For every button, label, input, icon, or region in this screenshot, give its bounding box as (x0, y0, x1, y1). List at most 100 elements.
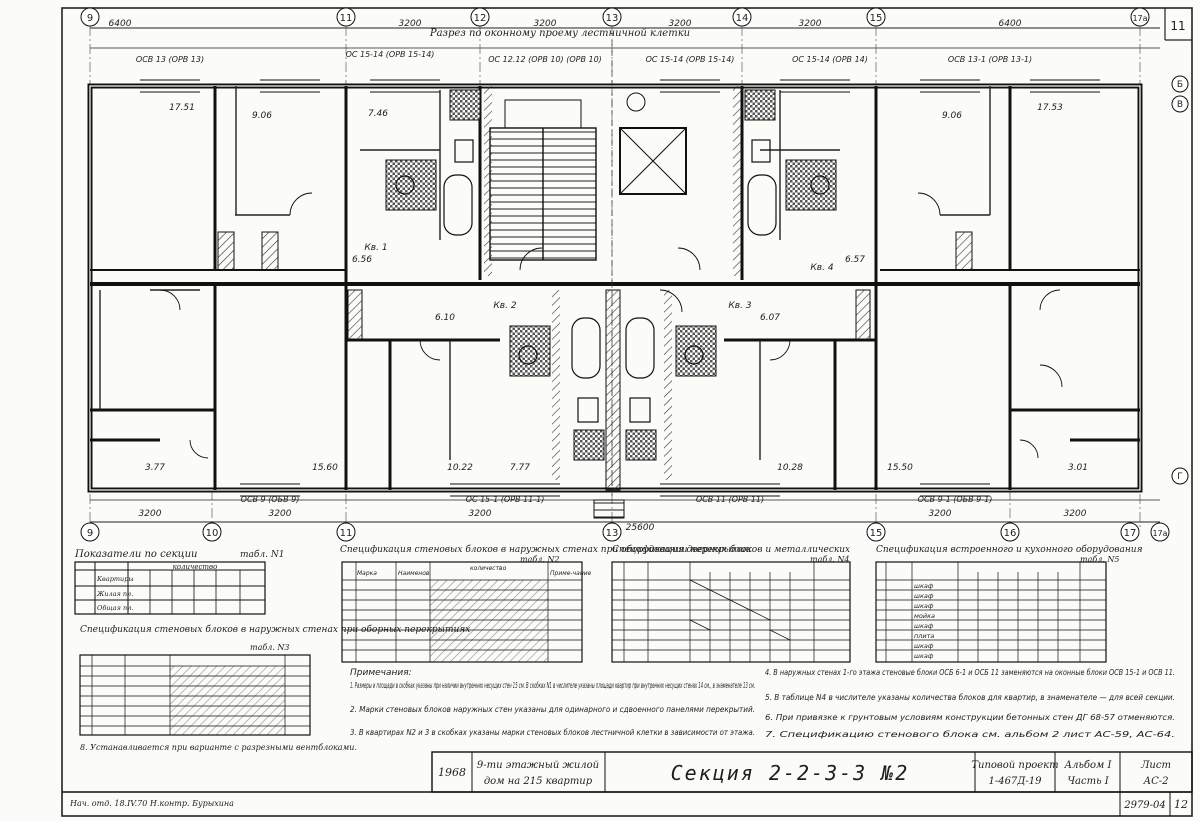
room-area: 6.10 (435, 313, 455, 323)
apartment-label: Кв. 1 (364, 243, 387, 253)
svg-text:11: 11 (1170, 19, 1185, 33)
note-4: 4. В наружных стенах 1-го этажа стеновые… (765, 668, 1175, 677)
axis-label: 11 (340, 13, 353, 24)
lintel-label: ОСВ 9 (ОБВ 9) (241, 495, 300, 504)
room-area: 15.60 (312, 463, 338, 473)
room-area: 10.28 (777, 463, 803, 473)
apartment-label: Кв. 2 (493, 301, 516, 311)
room-area: 10.22 (447, 463, 473, 473)
table-header: количество (470, 565, 507, 572)
lintel-label: ОСВ 9-1 (ОБВ 9-1) (918, 495, 993, 504)
dimension-label: 6400 (999, 19, 1022, 29)
note-6: 6. При привязке к грунтовым условиям кон… (765, 713, 1175, 722)
axis-label: 17 (1124, 528, 1137, 539)
lintel-label: ОС 15-14 (ОРВ 14) (792, 55, 868, 64)
dimension-label: 3200 (469, 509, 492, 519)
table-title: Спецификация стеновых блоков в наружных … (340, 544, 751, 555)
row-axis-label: Г (1177, 472, 1183, 482)
notes: Примечания: 1. Размеры и площади в скобк… (350, 668, 1175, 739)
title-block: 1968 9-ти этажный жилой дом на 215 кварт… (62, 751, 1193, 816)
apartment-label: Кв. 4 (810, 263, 833, 273)
signature-line: Нач. отд. 18.IV.70 Н.контр. Бурыхина (69, 799, 234, 808)
dimension-label: 3200 (534, 19, 557, 29)
table-builtin-equipment: Спецификация встроенного и кухонного обо… (875, 544, 1143, 663)
table-row-label: шкаф (914, 622, 934, 630)
table-row-label: шкаф (914, 582, 934, 590)
table-wall-blocks: Спецификация стеновых блоков в наружных … (340, 544, 751, 663)
stamp-code: 2979-04 (1123, 800, 1166, 811)
axis-label: 10 (206, 528, 219, 539)
room-area: 6.07 (760, 313, 780, 323)
axis-label: 9 (87, 528, 93, 539)
table-tag: табл. N5 (1080, 555, 1120, 564)
row-axis-label: В (1177, 100, 1183, 110)
dimension-label: 3200 (399, 19, 422, 29)
axis-label: 15 (870, 13, 883, 24)
table-tag: табл. N1 (240, 549, 284, 560)
axis-label: 14 (736, 13, 749, 24)
axis-label: 17а (1132, 14, 1147, 23)
table-wall-blocks-alt: Спецификация стеновых блоков в наружных … (79, 624, 470, 752)
lintel-label: ОСВ 13-1 (ОРВ 13-1) (948, 55, 1032, 64)
table-header: Приме-чание (550, 570, 592, 577)
note-3: 3. В квартирах N2 и 3 в скобках указаны … (350, 728, 755, 737)
axis-label: 17а (1152, 529, 1167, 538)
room-area: 15.50 (887, 463, 913, 473)
lintel-label: ОСВ 11 (ОРВ 11) (696, 495, 764, 504)
dimension-label: 25600 (626, 523, 655, 533)
stamp-sheet-label: Лист (1140, 760, 1171, 771)
note-7: 7. Спецификацию стенового блока см. альб… (765, 730, 1175, 739)
table-row-label: мойка (914, 612, 935, 620)
room-area: 6.56 (352, 255, 372, 265)
dimension-label: 3200 (139, 509, 162, 519)
table-subheader: количество (173, 563, 218, 571)
table-tag: табл. N2 (520, 555, 560, 564)
dimension-label: 3200 (269, 509, 292, 519)
table-row-label: плита (914, 632, 934, 640)
stamp-sheet-number: АС-2 (1143, 776, 1169, 787)
note-2: 2. Марки стеновых блоков наружных стен у… (350, 705, 755, 714)
sheet-frame (61, 7, 1193, 817)
dimension-label: 6400 (109, 19, 132, 29)
table-section-indicators: Показатели по секции табл. N1 количество… (74, 549, 284, 615)
room-area: 7.46 (368, 109, 388, 119)
lintel-label: ОС 15-14 (ОРВ 15-14) (646, 55, 735, 64)
table-row-label: Жилая пл. (96, 590, 133, 598)
note-1: 1. Размеры и площади в скобках указаны п… (350, 681, 755, 690)
room-area: 3.01 (1068, 463, 1088, 473)
table-row-label: шкаф (914, 592, 934, 600)
dimension-label: 3200 (669, 19, 692, 29)
table-title: Показатели по секции (74, 549, 197, 560)
lintel-label: ОСВ 13 (ОРВ 13) (136, 55, 204, 64)
dimension-label: 3200 (929, 509, 952, 519)
notes-heading: Примечания: (350, 668, 412, 678)
table-row-label: шкаф (914, 642, 934, 650)
stamp-project-line1: 9-ти этажный жилой (477, 760, 599, 771)
axis-label: 9 (87, 13, 93, 24)
table-title: Спецификация встроенного и кухонного обо… (876, 544, 1143, 555)
table-header: Марка (357, 570, 377, 577)
room-area: 17.53 (1037, 103, 1063, 113)
dimension-label: 3200 (1064, 509, 1087, 519)
stamp-year: 1968 (438, 766, 466, 779)
axis-label: 11 (340, 528, 353, 539)
room-area: 9.06 (942, 111, 962, 121)
stamp-album: Альбом I (1064, 760, 1113, 771)
lintel-label: ОС 15-1 (ОРВ 11-1) (466, 495, 545, 504)
stamp-page: 12 (1174, 798, 1188, 811)
axis-label: 15 (870, 528, 883, 539)
table-title: Спецификация дверных блоков и металличес… (612, 544, 850, 555)
note-8: 8. Устанавливается при варианте с разрез… (80, 743, 357, 752)
row-axis-label: Б (1177, 80, 1183, 90)
lintel-label: ОС 12.12 (ОРВ 10) (ОРВ 10) (488, 55, 602, 64)
floor-plan: 9 11 12 13 14 15 17а 9 10 11 13 15 16 17 (80, 7, 1189, 542)
apartment-label: Кв. 3 (728, 301, 751, 311)
axis-label: 16 (1004, 528, 1017, 539)
table-title: Спецификация стеновых блоков в наружных … (80, 624, 470, 635)
stamp-project-number: 1-467Д-19 (988, 776, 1042, 787)
room-area: 6.57 (845, 255, 865, 265)
room-area: 7.77 (510, 463, 530, 473)
lintel-label: ОС 15-14 (ОРВ 15-14) (346, 50, 435, 59)
table-row-label: шкаф (914, 652, 934, 660)
